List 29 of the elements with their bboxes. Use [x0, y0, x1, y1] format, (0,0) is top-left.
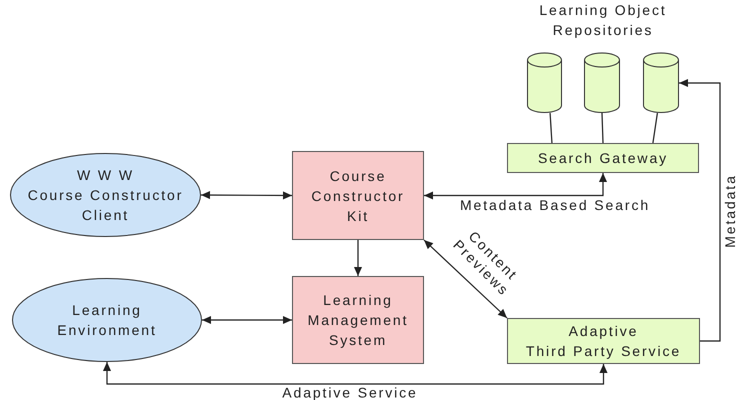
ellipse-node — [12, 278, 202, 362]
connector-line — [652, 112, 658, 144]
node-label: Learning Environment — [57, 301, 157, 340]
service-box — [507, 318, 700, 364]
connector-arrow — [201, 191, 292, 200]
node-label: Learning Management System — [308, 291, 408, 350]
group-heading: Learning Object Repositories — [538, 1, 668, 40]
node-label: Adaptive Third Party Service — [526, 322, 682, 361]
connector-arrow — [102, 362, 608, 385]
connector-arrow — [424, 173, 608, 200]
node-label: Search Gateway — [538, 149, 668, 168]
process-box — [292, 276, 424, 364]
database-cylinder — [527, 53, 562, 113]
connector-arrow — [354, 240, 362, 276]
connector-arrow — [679, 78, 721, 342]
connector-line — [601, 112, 604, 144]
database-cylinder — [584, 53, 620, 113]
connector-arrow — [202, 316, 292, 324]
connector-line — [550, 112, 553, 144]
process-box — [292, 151, 424, 240]
edge-label: Metadata — [722, 174, 738, 248]
database-cylinder — [643, 53, 679, 113]
connector-arrow — [424, 240, 508, 318]
edge-label: Adaptive Service — [282, 385, 418, 400]
ellipse-node — [10, 153, 201, 237]
edge-label: Metadata Based Search — [460, 197, 650, 213]
gateway-box — [507, 143, 699, 173]
node-label: W W W Course Constructor Client — [28, 166, 184, 225]
node-label: Course Constructor Kit — [311, 166, 405, 226]
